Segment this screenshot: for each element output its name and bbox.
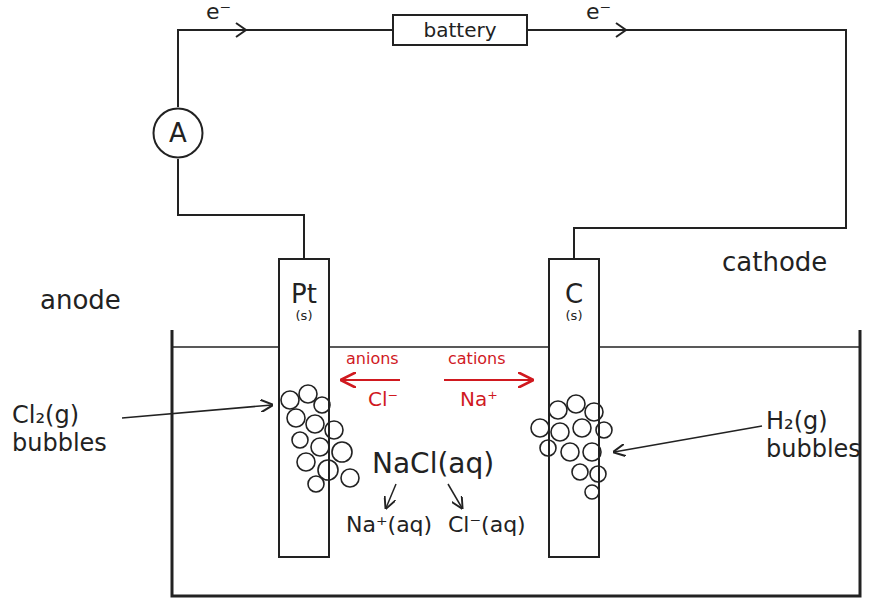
dissociation-arrow — [386, 484, 396, 508]
dissociation-arrow — [448, 484, 462, 508]
ion-label: Cl⁻ — [368, 388, 398, 411]
platinum-electrode: Pt(s) — [278, 258, 330, 558]
anion-migration-arrow — [342, 379, 400, 381]
electrode-name: anode — [40, 286, 121, 316]
electron-label: e⁻ — [204, 0, 233, 24]
gas-label: Cl₂(g) bubbles — [12, 402, 122, 457]
ion-label: cations — [448, 350, 506, 368]
wire — [178, 159, 304, 258]
chlorine-bubbles — [281, 385, 359, 492]
state-symbol: (s) — [296, 309, 313, 323]
wire — [528, 30, 846, 258]
node-label: A — [169, 119, 187, 148]
beaker — [172, 330, 860, 596]
wire — [178, 30, 392, 107]
node-label: Pt — [291, 280, 317, 309]
node-label: C — [565, 280, 583, 309]
electrode-name: cathode — [722, 248, 827, 278]
leader-arrow — [614, 426, 762, 452]
ion-label: Na⁺ — [460, 388, 498, 411]
node-label: battery — [424, 19, 497, 41]
state-symbol: (s) — [566, 309, 583, 323]
species-label: Cl⁻(aq) — [448, 512, 526, 537]
gas-label: H₂(g) bubbles — [766, 408, 876, 463]
leader-arrow — [122, 405, 272, 418]
ammeter-symbol: A — [152, 107, 204, 159]
cation-migration-arrow — [444, 379, 532, 381]
carbon-electrode: C(s) — [548, 258, 600, 558]
species-label: Na⁺(aq) — [346, 512, 432, 537]
ion-label: anions — [346, 350, 399, 368]
species-label: NaCl(aq) — [372, 448, 494, 480]
solution-surface — [172, 346, 860, 348]
ammeter-circle — [154, 109, 203, 158]
battery-box: battery — [392, 14, 528, 46]
electron-label: e⁻ — [584, 0, 613, 24]
